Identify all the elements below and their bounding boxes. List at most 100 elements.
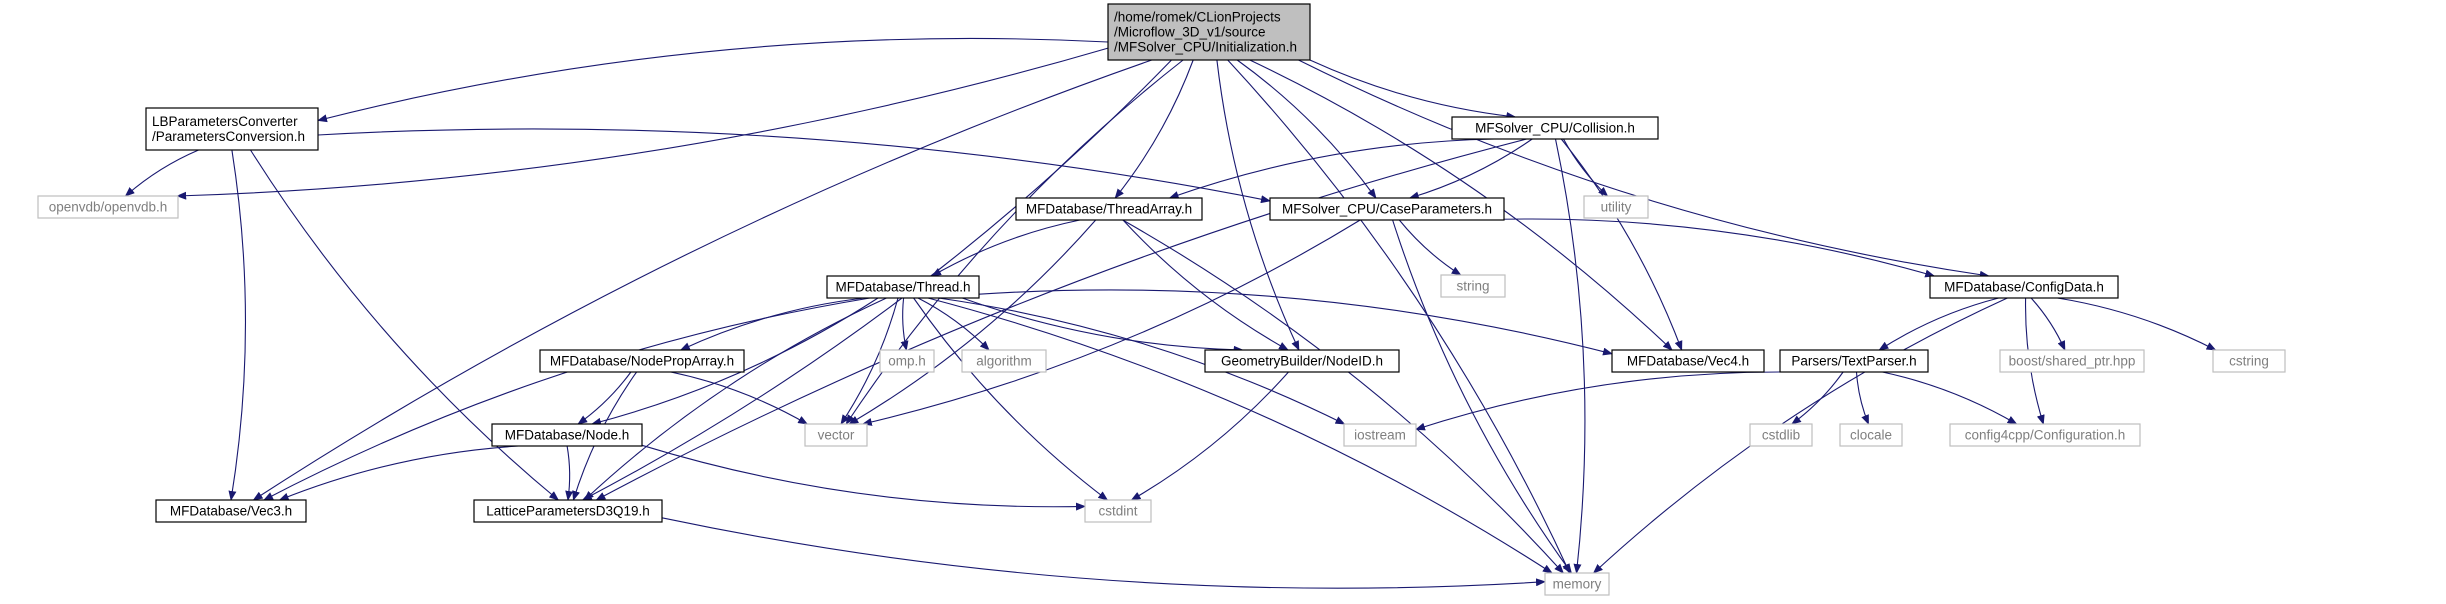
- node-label-omp: omp.h: [888, 354, 926, 369]
- node-label-init: /home/romek/CLionProjects: [1114, 10, 1281, 25]
- edge-caseparams-to-vector: [861, 219, 1361, 426]
- node-threadarray[interactable]: MFDatabase/ThreadArray.h: [1015, 197, 1203, 221]
- node-string: string: [1440, 274, 1506, 298]
- edge-collision-to-vec4: [1560, 138, 1683, 351]
- nodes: /home/romek/CLionProjects/Microflow_3D_v…: [37, 3, 2286, 596]
- node-configdata[interactable]: MFDatabase/ConfigData.h: [1929, 275, 2119, 299]
- edge-lbconv-to-vec3: [228, 149, 247, 501]
- node-label-nodeproparray: MFDatabase/NodePropArray.h: [550, 354, 734, 369]
- edge-threadarray-to-vector: [848, 219, 1097, 425]
- node-box-init: [1107, 3, 1311, 61]
- node-label-memory: memory: [1553, 577, 1602, 592]
- node-box-node: [491, 423, 643, 447]
- node-label-lattice: LatticeParametersD3Q19.h: [486, 504, 650, 519]
- edge-configdata-to-memory: [1592, 297, 2008, 574]
- edge-thread-to-lattice: [583, 297, 887, 501]
- node-vec4[interactable]: MFDatabase/Vec4.h: [1611, 349, 1765, 373]
- node-box-threadarray: [1015, 197, 1203, 221]
- edge-init-to-memory: [1227, 59, 1571, 574]
- edge-thread-to-geomnodeid: [962, 297, 1244, 354]
- node-thread[interactable]: MFDatabase/Thread.h: [826, 275, 980, 299]
- node-box-config4cpp: [1949, 423, 2141, 447]
- edge-thread-to-cstdint: [913, 297, 1109, 501]
- node-box-string: [1440, 274, 1506, 298]
- edge-collision-to-lattice: [595, 138, 1527, 501]
- node-label-threadarray: MFDatabase/ThreadArray.h: [1026, 202, 1192, 217]
- node-cstdlib: cstdlib: [1749, 423, 1813, 447]
- node-collision[interactable]: MFSolver_CPU/Collision.h: [1451, 116, 1659, 140]
- edge-node-to-cstdint: [641, 444, 1086, 511]
- node-omp: omp.h: [879, 349, 935, 373]
- edge-init-to-threadarray: [1114, 59, 1194, 199]
- edge-configdata-to-textparser: [1878, 297, 1999, 351]
- node-box-cstring: [2212, 349, 2286, 373]
- node-label-config4cpp: config4cpp/Configuration.h: [1965, 428, 2126, 443]
- edges: [124, 37, 2217, 589]
- node-box-openvdb: [37, 195, 179, 219]
- edge-thread-to-algorithm: [917, 297, 990, 351]
- edge-collision-to-caseparams: [1408, 138, 1533, 200]
- node-label-thread: MFDatabase/Thread.h: [835, 280, 970, 295]
- edge-caseparams-to-string: [1398, 219, 1462, 276]
- node-box-boostshared: [1999, 349, 2145, 373]
- node-label-configdata: MFDatabase/ConfigData.h: [1944, 280, 2104, 295]
- node-geomnodeid[interactable]: GeometryBuilder/NodeID.h: [1204, 349, 1400, 373]
- node-box-geomnodeid: [1204, 349, 1400, 373]
- edge-nodeproparray-to-vector: [670, 371, 809, 425]
- edge-lbconv-to-lattice: [250, 149, 560, 501]
- node-label-vec4: MFDatabase/Vec4.h: [1627, 354, 1749, 369]
- edge-configdata-to-cstring: [2057, 297, 2217, 351]
- node-nodeproparray[interactable]: MFDatabase/NodePropArray.h: [539, 349, 745, 373]
- node-caseparams[interactable]: MFSolver_CPU/CaseParameters.h: [1269, 197, 1505, 221]
- edge-init-to-vec4: [1249, 59, 1673, 351]
- edge-init-to-lbconv: [317, 37, 1109, 123]
- node-vector: vector: [804, 423, 868, 447]
- node-label-vector: vector: [818, 428, 855, 443]
- node-box-lattice: [473, 499, 663, 523]
- node-box-cstdint: [1084, 499, 1152, 523]
- node-iostream: iostream: [1343, 423, 1417, 447]
- node-algorithm: algorithm: [961, 349, 1047, 373]
- node-label-string: string: [1456, 279, 1489, 294]
- edge-init-to-geomnodeid: [1216, 59, 1300, 351]
- edge-textparser-to-iostream: [1415, 371, 1784, 431]
- edge-collision-to-threadarray: [1168, 138, 1495, 199]
- edge-init-to-configdata: [1298, 59, 1990, 279]
- node-label-algorithm: algorithm: [976, 354, 1032, 369]
- edge-node-to-vec3: [278, 445, 519, 501]
- node-init[interactable]: /home/romek/CLionProjects/Microflow_3D_v…: [1107, 3, 1311, 61]
- node-node[interactable]: MFDatabase/Node.h: [491, 423, 643, 447]
- node-label-boostshared: boost/shared_ptr.hpp: [2009, 354, 2136, 369]
- edge-collision-to-memory: [1554, 138, 1586, 574]
- node-box-vector: [804, 423, 868, 447]
- node-box-iostream: [1343, 423, 1417, 447]
- node-box-caseparams: [1269, 197, 1505, 221]
- node-lattice[interactable]: LatticeParametersD3Q19.h: [473, 499, 663, 523]
- node-box-lbconv: [145, 107, 319, 151]
- node-label-utility: utility: [1601, 200, 1632, 215]
- node-memory: memory: [1544, 572, 1610, 596]
- node-label-node: MFDatabase/Node.h: [505, 428, 630, 443]
- node-box-textparser: [1779, 349, 1929, 373]
- node-textparser[interactable]: Parsers/TextParser.h: [1779, 349, 1929, 373]
- edge-textparser-to-cstdlib: [1791, 371, 1844, 425]
- node-utility: utility: [1583, 195, 1649, 219]
- node-label-init: /Microflow_3D_v1/source: [1114, 25, 1266, 40]
- node-label-cstring: cstring: [2229, 354, 2269, 369]
- node-box-vec4: [1611, 349, 1765, 373]
- node-label-cstdint: cstdint: [1098, 504, 1137, 519]
- edge-init-to-collision: [1309, 59, 1517, 120]
- node-label-lbconv: /ParametersConversion.h: [152, 129, 305, 144]
- node-lbconv[interactable]: LBParametersConverter/ParametersConversi…: [145, 107, 319, 151]
- node-box-collision: [1451, 116, 1659, 140]
- edge-caseparams-to-memory: [1392, 219, 1572, 574]
- edge-lbconv-to-caseparams: [317, 128, 1271, 204]
- edge-caseparams-to-configdata: [1476, 218, 1936, 278]
- edge-thread-to-vec4: [978, 289, 1613, 356]
- node-cstdint: cstdint: [1084, 499, 1152, 523]
- node-box-utility: [1583, 195, 1649, 219]
- edge-init-to-caseparams: [1236, 59, 1377, 199]
- edge-thread-to-memory: [927, 297, 1553, 574]
- node-box-cstdlib: [1749, 423, 1813, 447]
- node-vec3[interactable]: MFDatabase/Vec3.h: [155, 499, 307, 523]
